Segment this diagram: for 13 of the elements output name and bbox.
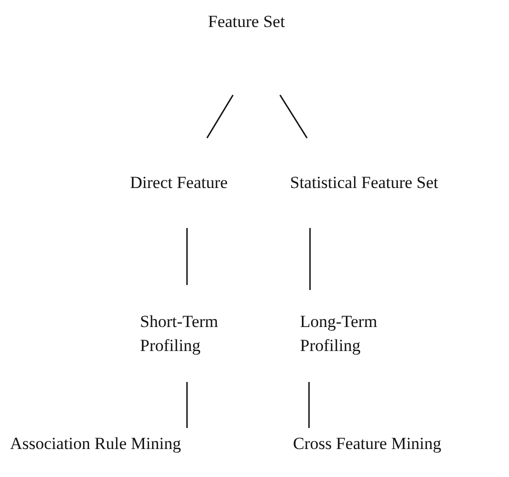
node-label: Direct Feature xyxy=(130,171,228,195)
connector-line xyxy=(186,382,188,428)
connector-line xyxy=(186,228,188,285)
connector-line xyxy=(308,382,310,428)
node-label: Short-Term Profiling xyxy=(140,310,250,358)
node-label: Association Rule Mining xyxy=(10,432,181,456)
node-label: Feature Set xyxy=(208,10,285,34)
node-label: Statistical Feature Set xyxy=(290,171,438,195)
node-label: Long-Term Profiling xyxy=(300,310,410,358)
connector-line xyxy=(309,228,311,290)
connector-line xyxy=(279,94,308,138)
connector-line xyxy=(206,94,234,138)
node-label: Cross Feature Mining xyxy=(293,432,442,456)
